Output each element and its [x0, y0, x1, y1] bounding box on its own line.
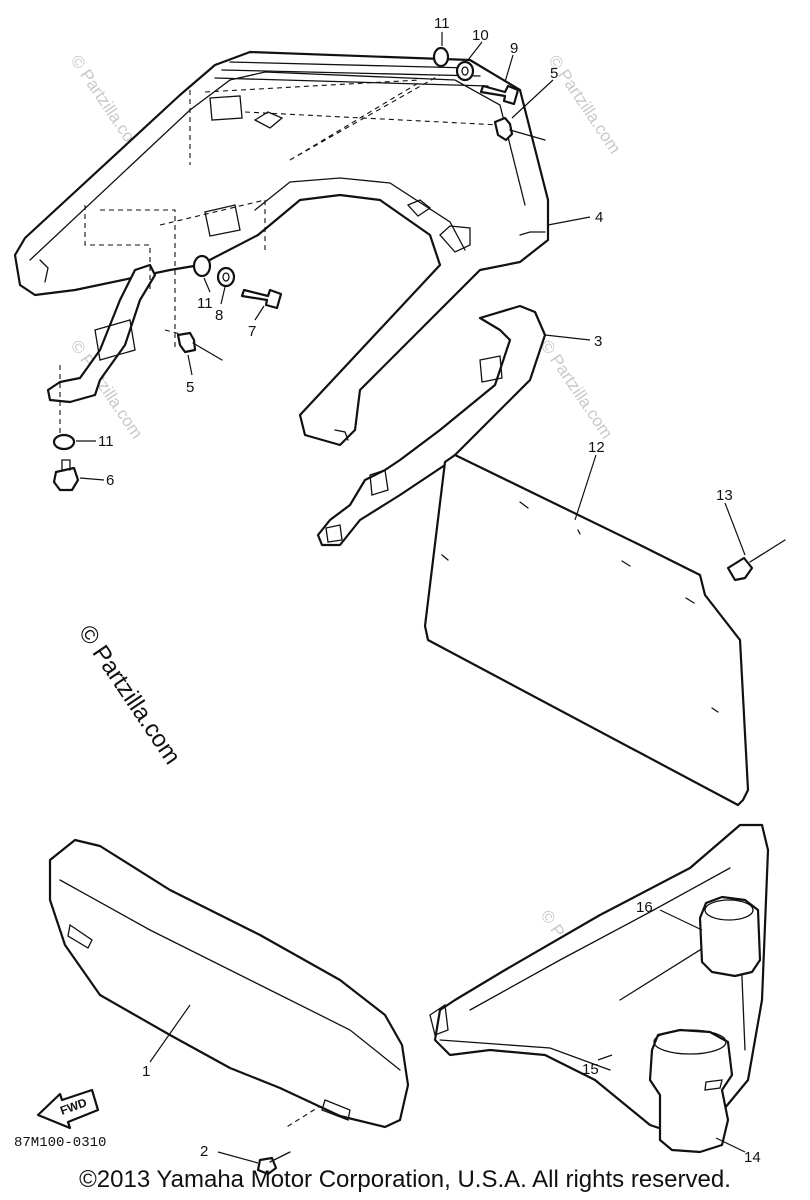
part-left-bracket: [46, 204, 241, 404]
fwd-arrow: FWD: [36, 1088, 100, 1130]
callout-11: 11: [197, 295, 213, 312]
diagram-code: 87M100-0310: [14, 1135, 106, 1151]
copyright-notice: ©2013 Yamaha Motor Corporation, U.S.A. A…: [79, 1166, 731, 1193]
callout-13: 13: [716, 487, 733, 504]
callout-15: 15: [582, 1061, 599, 1078]
callout-12: 12: [588, 439, 605, 456]
callout-3: 3: [594, 333, 602, 350]
callout-6: 6: [106, 472, 114, 489]
callout-2: 2: [200, 1143, 208, 1160]
callout-14: 14: [744, 1149, 761, 1166]
callout-11: 11: [98, 433, 114, 450]
callout-4: 4: [595, 209, 603, 226]
part-14-tank-neck: [648, 1028, 734, 1154]
part-12-plate: [423, 453, 750, 807]
callout-5: 5: [186, 379, 194, 396]
callout-5: 5: [550, 65, 558, 82]
part-3-bracket: [316, 304, 547, 547]
callout-7: 7: [248, 323, 256, 340]
callout-8: 8: [215, 307, 223, 324]
callout-10: 10: [472, 27, 489, 44]
watermark: © Partzilla.com: [537, 337, 617, 443]
callout-16: 16: [636, 899, 653, 916]
callout-numbers: 11 10 9 5 4 11 8 7 5 3 11 6 12 13 16 1 1…: [98, 15, 761, 1166]
part-16-cap: [698, 895, 762, 978]
callout-11: 11: [434, 15, 450, 32]
callout-9: 9: [510, 40, 518, 57]
leader-lines: [76, 32, 746, 1164]
partzilla-watermark: © Partzilla.com: [73, 620, 186, 769]
callout-1: 1: [142, 1063, 150, 1080]
part-1-bumper: [48, 838, 410, 1129]
